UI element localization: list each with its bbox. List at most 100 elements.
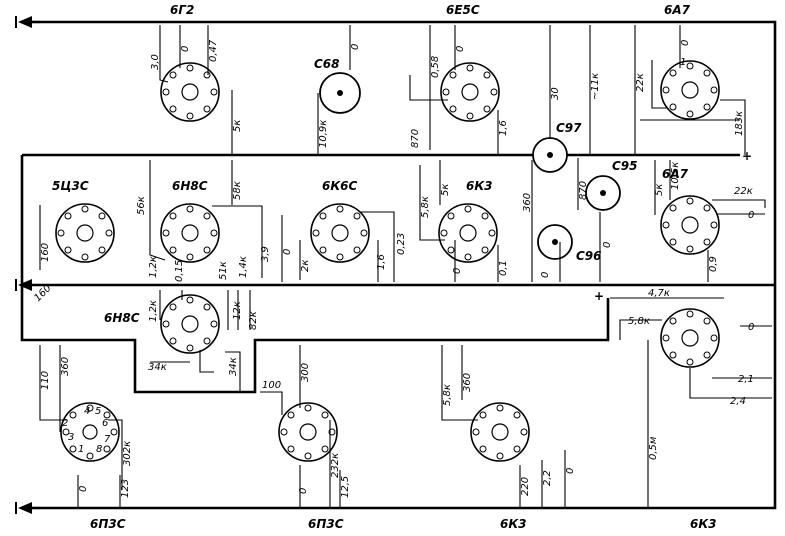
ground-symbol-bottom [15, 502, 40, 514]
value-label: 1,6 [376, 254, 387, 270]
value-label: 0,47 [208, 39, 219, 62]
value-label: 22к [734, 186, 753, 197]
capacitor-c68 [319, 72, 361, 114]
value-label: 5к [654, 184, 665, 196]
pin-number: 2 [62, 418, 68, 429]
capacitor-label-c96: C96 [576, 249, 602, 263]
value-label: 2,2 [542, 470, 553, 486]
ground-symbol-mid [15, 279, 32, 291]
value-label: 160 [40, 243, 51, 262]
value-label: 0 [298, 488, 309, 494]
value-label: 0 [602, 242, 613, 248]
value-label: 183к [734, 111, 745, 136]
value-label: 123 [120, 479, 131, 498]
value-label: 0 [748, 210, 754, 221]
tube-socket-5c3s [55, 203, 115, 263]
value-label: 0 [565, 468, 576, 474]
value-label: 110 [40, 371, 51, 390]
value-label: ~11к [590, 73, 601, 100]
capacitor-label-c68: C68 [314, 57, 340, 71]
tube-label-6k3-bottom: 6К3 [500, 517, 527, 531]
tube-socket-6p3s-mid [278, 402, 338, 462]
value-label: 12,5 [340, 476, 351, 498]
value-label: 302к [122, 441, 133, 466]
value-label: 100 [262, 380, 281, 391]
value-label: 0 [452, 268, 463, 274]
value-label: 56к [136, 196, 147, 215]
value-label: 10,9к [318, 120, 329, 148]
value-label: 30 [550, 87, 561, 100]
value-label: 34к [228, 357, 239, 376]
capacitor-label-c95: C95 [612, 159, 638, 173]
value-label: 2,4 [730, 396, 746, 407]
value-label: 870 [578, 181, 589, 200]
tube-label-5c3s: 5Ц3С [52, 179, 89, 193]
value-label: 1,2к [148, 256, 159, 278]
tube-label-6e5s: 6Е5С [446, 3, 480, 17]
value-label: 5,8к [628, 316, 650, 327]
capacitor-c96 [537, 224, 573, 260]
value-label: 34к [148, 362, 167, 373]
tube-socket-6g2 [160, 62, 220, 122]
pin-number: 8 [96, 444, 102, 455]
tube-socket-6n8s-low [160, 294, 220, 354]
value-label: 3,9 [260, 246, 271, 262]
value-label: 5к [440, 184, 451, 196]
value-label: 0 [180, 46, 191, 52]
tube-socket-6k3-right [660, 308, 720, 368]
capacitor-label-c97: C97 [556, 121, 582, 135]
value-label: 220 [520, 477, 531, 496]
value-label: 1,4к [238, 256, 249, 278]
value-label: 232к [330, 453, 341, 478]
tube-socket-6a7-top [660, 60, 720, 120]
tube-label-6k6s: 6К6С [322, 179, 358, 193]
value-label: 58к [232, 181, 243, 200]
pin-number: 4 [84, 406, 90, 417]
value-label: 0 [748, 322, 754, 333]
value-label: 360 [60, 357, 71, 376]
value-label: 360 [462, 373, 473, 392]
ground-symbol-top [15, 16, 40, 28]
pin-number: 5 [95, 406, 101, 417]
value-label: 1,2к [148, 300, 159, 322]
value-label: 870 [410, 129, 421, 148]
tube-label-6k3-mid: 6К3 [466, 179, 493, 193]
tube-label-6g2: 6Г2 [170, 3, 194, 17]
value-label: 1,6 [498, 120, 509, 136]
value-label: 0 [540, 272, 551, 278]
value-label: 4,7к [648, 288, 670, 299]
tube-label-6n8s-mid: 6Н8С [172, 179, 208, 193]
capacitor-c97 [532, 137, 568, 173]
value-label: 0 [282, 249, 293, 255]
value-label: 10,5к [670, 162, 681, 190]
pin-number-labels: 2 3 4 5 6 7 1 8 [62, 406, 111, 455]
value-label: 0 [350, 44, 361, 50]
plus-mark-top: + [742, 149, 752, 163]
pin-number: 3 [68, 432, 74, 443]
value-label: 2,1 [738, 374, 754, 385]
value-label: 51к [218, 261, 229, 280]
value-label: 360 [522, 193, 533, 212]
pin-number: 1 [78, 444, 84, 455]
value-label: 5к [232, 120, 243, 132]
value-label: 0 [78, 486, 89, 492]
value-label: 2к [300, 260, 311, 272]
value-label: 0,58 [430, 56, 441, 78]
value-label: 82к [248, 311, 259, 330]
value-label: 5,8к [442, 384, 453, 406]
value-label: 0,15 [174, 260, 185, 282]
tube-socket-6p3s-left [60, 402, 120, 462]
tube-socket-6k3-bottom [470, 402, 530, 462]
tube-socket-6a7-mid [660, 195, 720, 255]
value-label: 0,5м [648, 436, 659, 460]
plus-mark-mid: + [594, 289, 604, 303]
value-label: 12к [232, 301, 243, 320]
tube-label-6p3s-left: 6П3С [90, 517, 126, 531]
value-label: 0,1 [498, 260, 509, 276]
value-label: 3,0 [150, 54, 161, 70]
value-label: 22к [635, 73, 646, 92]
tube-socket-6k6s [310, 203, 370, 263]
tube-socket-6k3-mid [438, 203, 498, 263]
tube-label-6k3-right: 6К3 [690, 517, 717, 531]
